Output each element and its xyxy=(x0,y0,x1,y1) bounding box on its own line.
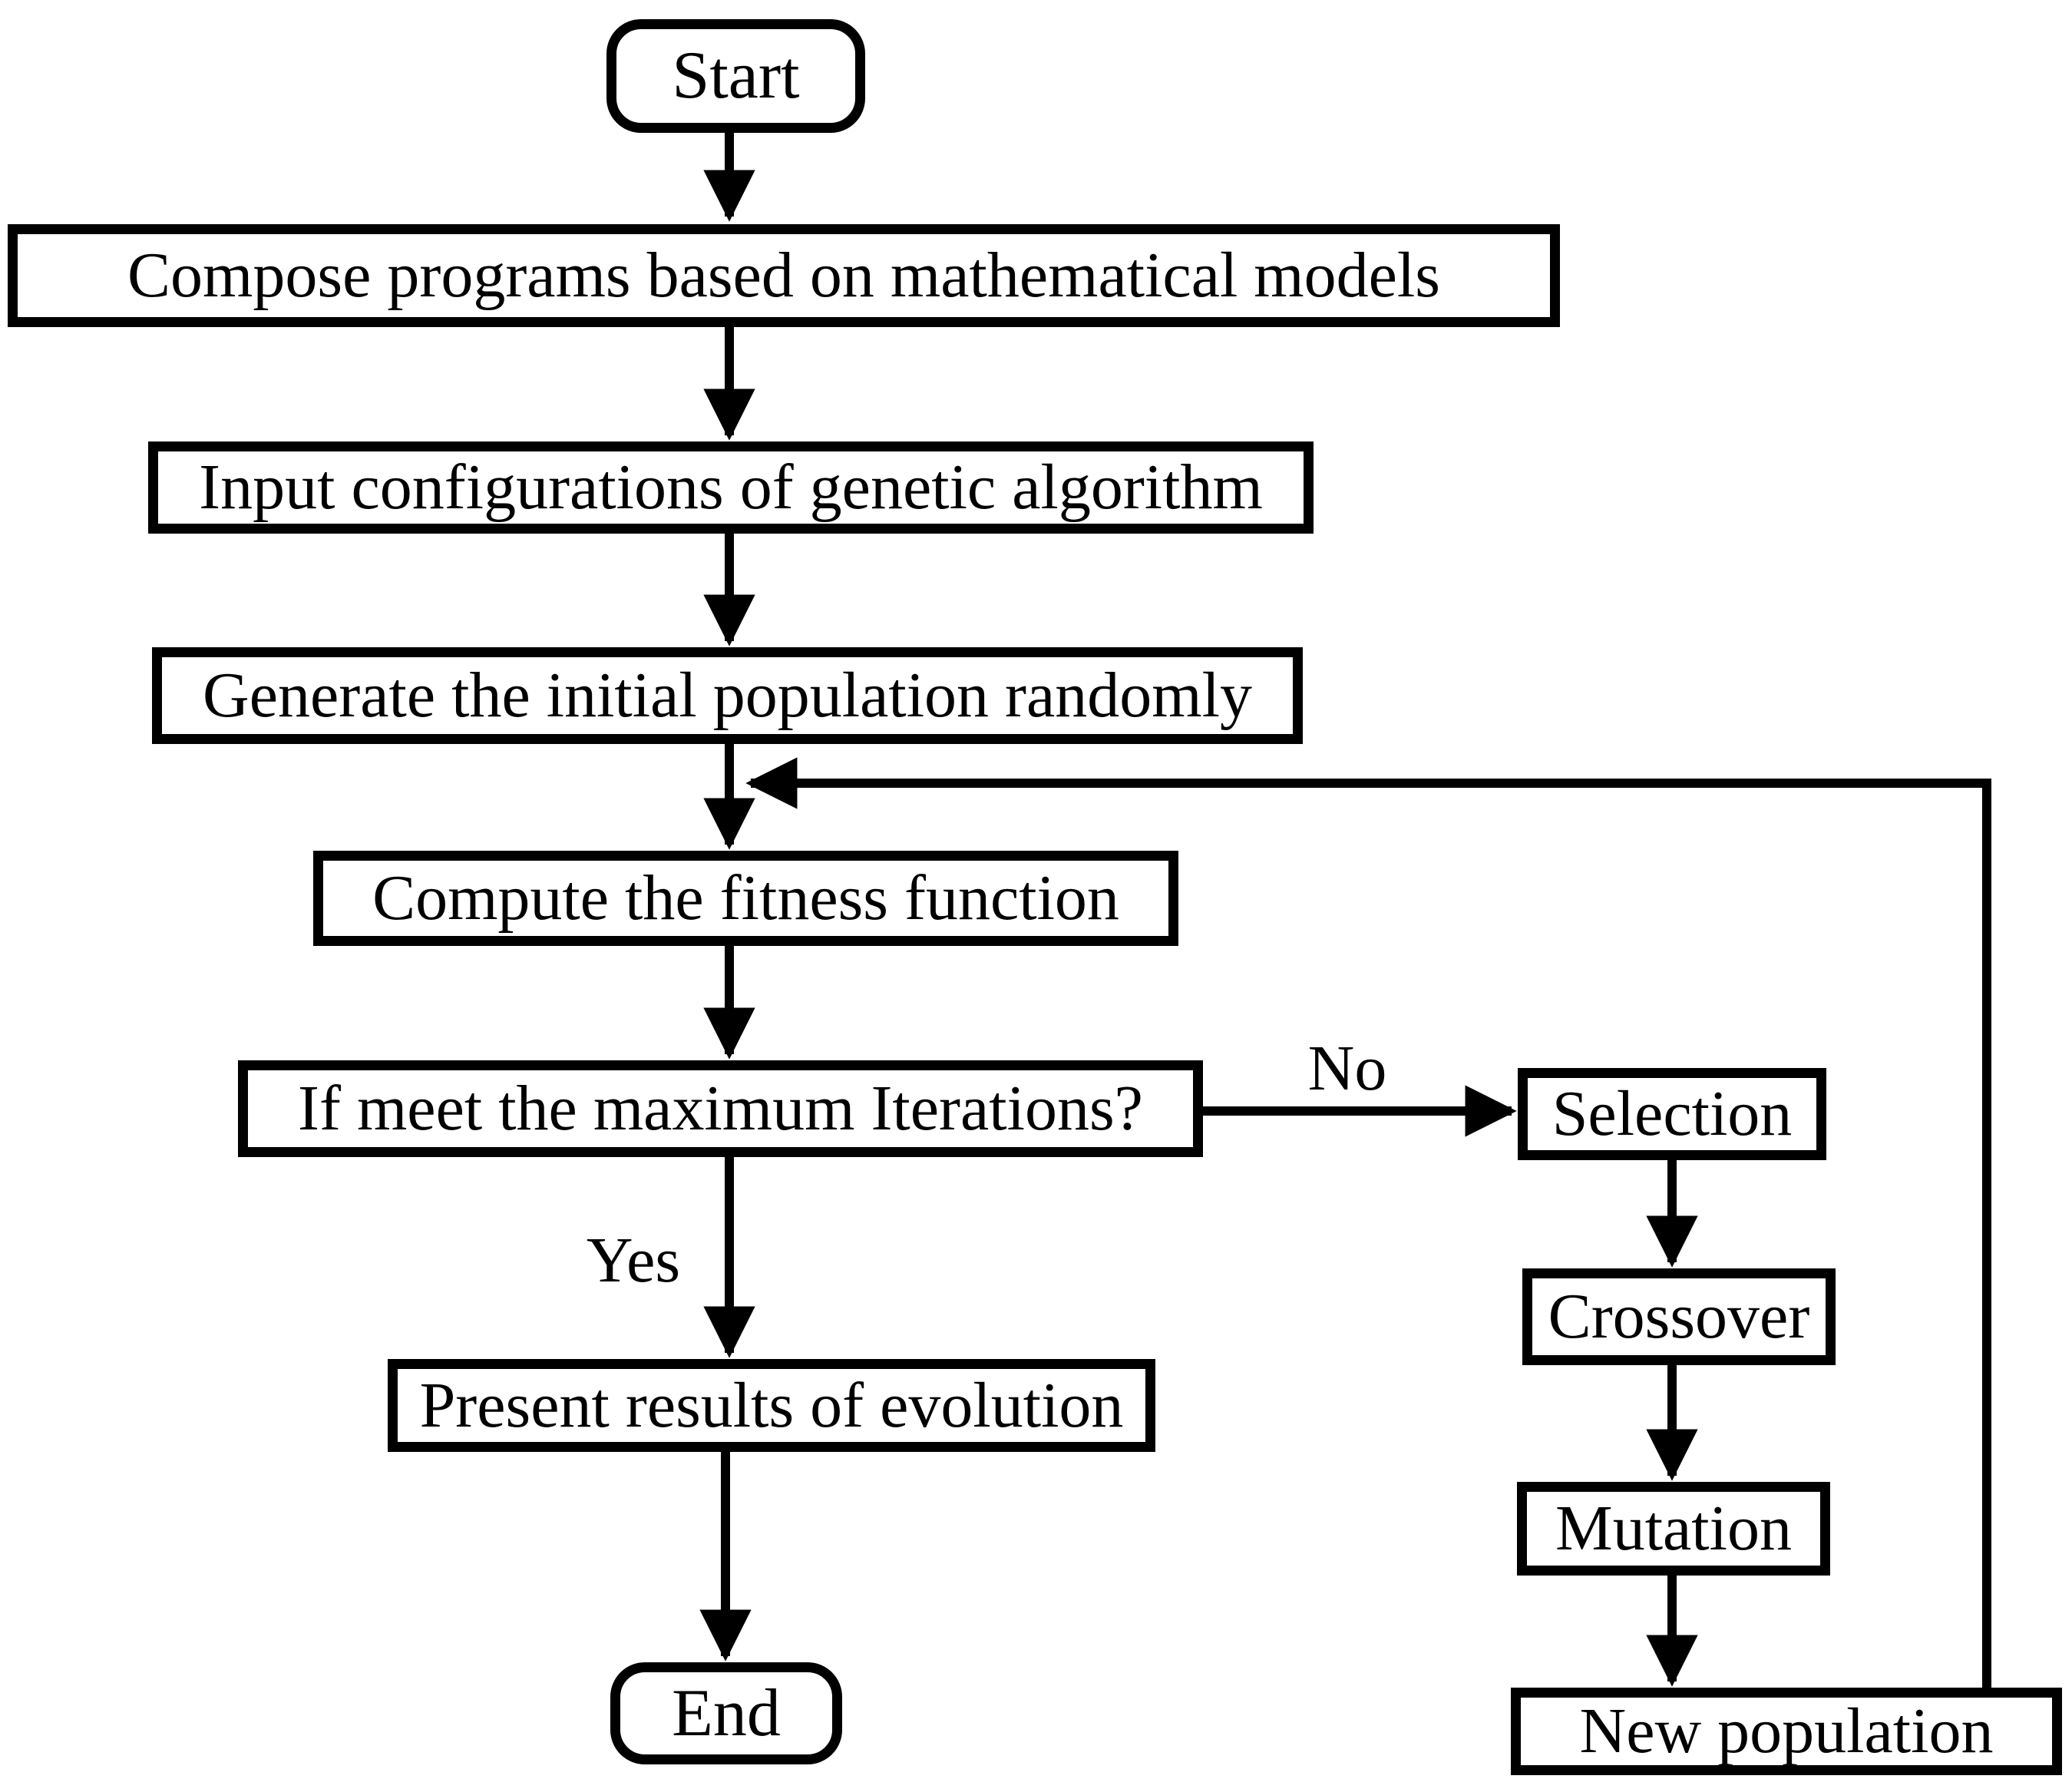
node-decision-max-iterations-label: If meet the maximum Iterations? xyxy=(298,1073,1143,1144)
node-present-results-label: Present results of evolution xyxy=(419,1369,1124,1441)
node-start-label: Start xyxy=(672,38,800,113)
edge-label-no: No xyxy=(1271,1037,1424,1101)
edge-newpopulation-feedback-loop xyxy=(745,757,1991,1688)
node-new-population-label: New population xyxy=(1579,1695,1994,1767)
node-decision-max-iterations: If meet the maximum Iterations? xyxy=(238,1060,1203,1157)
node-generate-population: Generate the initial population randomly xyxy=(152,647,1303,744)
edge-label-yes-text: Yes xyxy=(586,1225,681,1296)
node-crossover-label: Crossover xyxy=(1548,1281,1810,1352)
node-selection: Selection xyxy=(1518,1068,1826,1160)
node-present-results: Present results of evolution xyxy=(388,1359,1155,1452)
node-input-configurations: Input configurations of genetic algorith… xyxy=(148,441,1314,534)
edge-label-yes: Yes xyxy=(557,1228,710,1293)
node-mutation: Mutation xyxy=(1517,1482,1830,1576)
node-crossover: Crossover xyxy=(1522,1268,1836,1365)
node-generate-population-label: Generate the initial population randomly xyxy=(203,660,1252,731)
node-selection-label: Selection xyxy=(1552,1078,1793,1149)
node-input-configurations-label: Input configurations of genetic algorith… xyxy=(199,451,1263,523)
node-mutation-label: Mutation xyxy=(1555,1493,1792,1564)
node-start: Start xyxy=(606,19,865,133)
node-compute-fitness-label: Compute the fitness function xyxy=(372,862,1119,934)
node-compose-programs: Compose programs based on mathematical m… xyxy=(8,224,1560,327)
node-end: End xyxy=(610,1662,842,1764)
node-compute-fitness: Compute the fitness function xyxy=(313,851,1178,946)
node-compose-programs-label: Compose programs based on mathematical m… xyxy=(127,240,1440,311)
node-end-label: End xyxy=(672,1675,781,1751)
edge-label-no-text: No xyxy=(1307,1033,1387,1104)
node-new-population: New population xyxy=(1511,1688,2062,1775)
